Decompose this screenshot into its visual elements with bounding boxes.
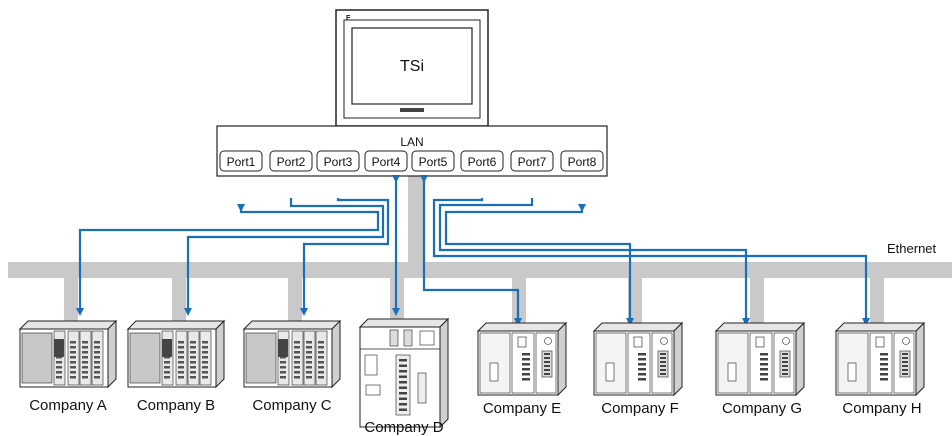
company-label: Company C: [252, 397, 331, 414]
port-label: Port5: [419, 155, 448, 169]
port-7: Port7: [510, 150, 554, 172]
company-labels: Company A Company B Company C Company D Comp…: [29, 397, 921, 436]
plc-company-d: [358, 317, 450, 429]
drop-h: [870, 278, 884, 326]
plc-company-f: [592, 321, 684, 397]
lan-label: LAN: [400, 135, 423, 149]
port-label: Port8: [568, 155, 597, 169]
plc-company-a: [18, 319, 118, 389]
link-5: [420, 175, 522, 326]
drop-b: [172, 278, 186, 322]
plc-devices: [18, 317, 926, 429]
port-label: Port4: [372, 155, 401, 169]
plc-company-h: [834, 321, 926, 397]
lan-ports: Port1 Port2 Port3 Port4 Port5 Port6 Port7 Port8: [219, 150, 604, 172]
link-8: [432, 198, 870, 326]
port-2: Port2: [269, 150, 313, 172]
lan-drop-line: [408, 176, 424, 262]
connection-links: [76, 175, 870, 326]
ethernet-label: Ethernet: [887, 241, 937, 256]
hmi-device: F TSi: [335, 9, 489, 127]
port-label: Port2: [277, 155, 306, 169]
port-label: Port1: [227, 155, 256, 169]
port-label: Port3: [324, 155, 353, 169]
link-2: [184, 198, 385, 316]
port-8: Port8: [560, 150, 604, 172]
port-6: Port6: [460, 150, 504, 172]
company-label: Company G: [722, 400, 802, 417]
port-label: Port6: [468, 155, 497, 169]
port-3: Port3: [316, 150, 360, 172]
plc-company-e: [476, 321, 568, 397]
drop-a: [64, 278, 78, 322]
hmi-label: TSi: [400, 58, 424, 75]
port-label: Port7: [518, 155, 547, 169]
plc-company-c: [242, 319, 342, 389]
link-1: [76, 204, 380, 316]
port-4: Port4: [364, 150, 408, 172]
drop-g: [750, 278, 764, 326]
port-1: Port1: [219, 150, 263, 172]
company-label: Company D: [364, 419, 443, 436]
company-label: Company A: [29, 397, 107, 414]
plc-company-g: [714, 321, 806, 397]
link-7: [438, 198, 750, 326]
company-label: Company F: [601, 400, 679, 417]
hmi-logo: F: [346, 15, 351, 22]
company-label: Company E: [483, 400, 561, 417]
company-label: Company H: [842, 400, 921, 417]
link-3: [300, 198, 390, 316]
drop-c: [288, 278, 302, 322]
hmi-status-led: [400, 108, 424, 112]
port-5: Port5: [411, 150, 455, 172]
plc-company-b: [126, 319, 226, 389]
company-label: Company B: [137, 397, 215, 414]
